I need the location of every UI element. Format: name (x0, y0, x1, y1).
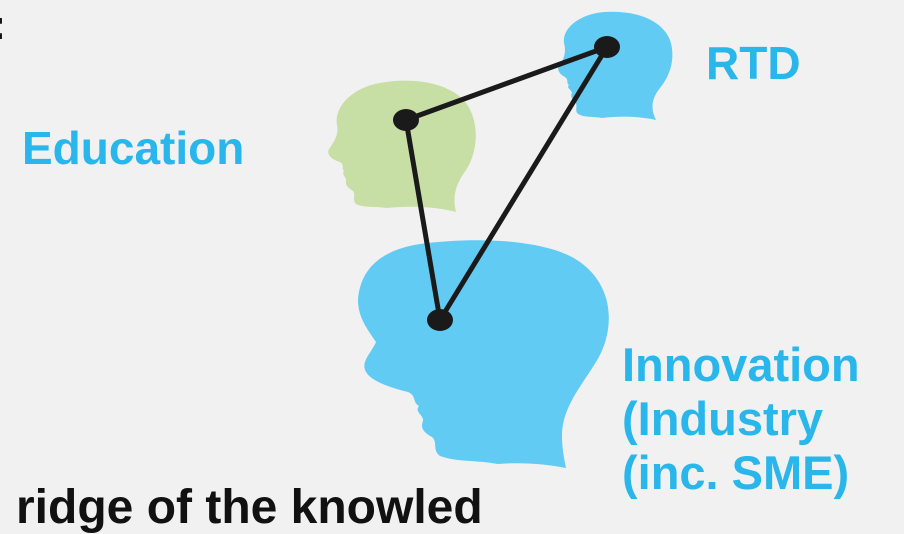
node-education (393, 109, 419, 131)
triangle-edges (403, 44, 610, 323)
triangle-nodes (393, 36, 620, 331)
innovation-label-line-3: (inc. SME) (622, 446, 850, 499)
cropped-text-fragment-top: : (0, 4, 6, 46)
knowledge-triangle-diagram: : Education RTD Innovation (Industry (in… (0, 4, 860, 532)
edge-rtd-innovation (437, 44, 610, 323)
blue-head-icon (558, 11, 673, 120)
innovation-label-line-1: Innovation (622, 338, 860, 391)
diagram-canvas (328, 11, 673, 468)
education-label: Education (22, 122, 245, 174)
edge-education-rtd (403, 44, 610, 123)
green-head-icon (328, 80, 476, 213)
innovation-label-line-2: (Industry (622, 392, 824, 445)
node-rtd (594, 36, 620, 58)
node-innovation (427, 309, 453, 331)
edge-education-innovation (403, 117, 443, 323)
innovation-label: Innovation (Industry (inc. SME) (622, 338, 860, 500)
cropped-text-fragment-bottom: ridge of the knowled (16, 481, 483, 534)
large-blue-head-icon (358, 240, 609, 468)
rtd-label: RTD (706, 37, 801, 89)
